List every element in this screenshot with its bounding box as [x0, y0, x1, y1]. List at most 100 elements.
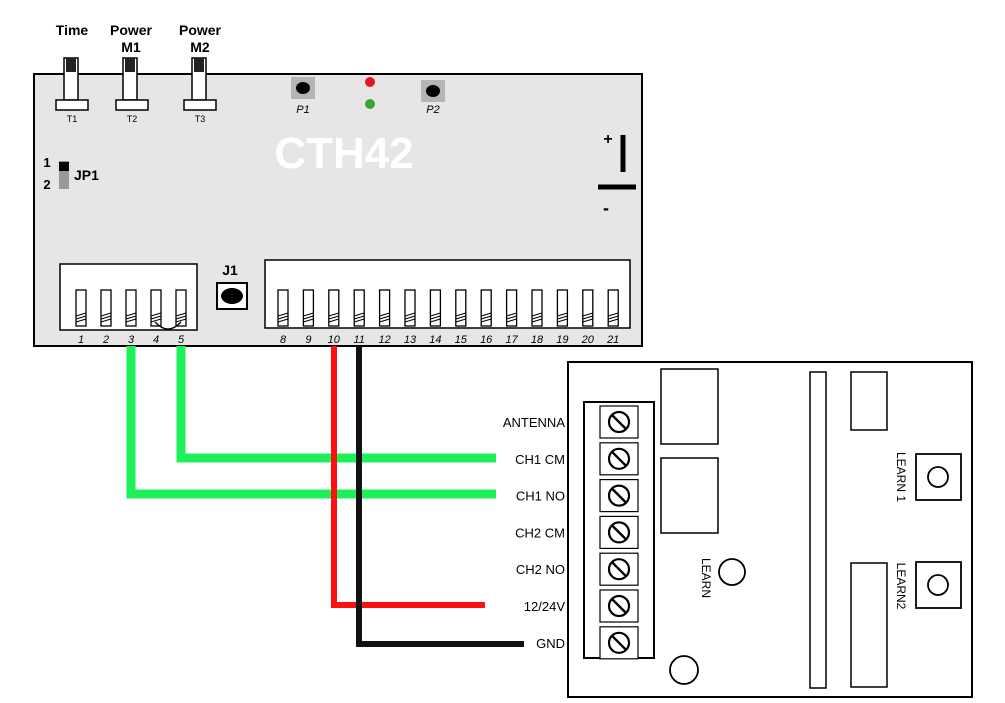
right-terminal-14[interactable] [429, 289, 442, 327]
right-terminal-18[interactable] [531, 289, 543, 327]
button-p2-label: P2 [426, 104, 439, 116]
button-p1[interactable] [291, 77, 315, 99]
model-label: CTH42 [274, 129, 413, 178]
left-terminal-number: 4 [153, 334, 159, 346]
receiver-screws [599, 405, 639, 660]
receiver-component-top [850, 371, 888, 431]
right-terminal-number: 15 [455, 334, 468, 346]
learn1-label: LEARN 1 [894, 452, 908, 502]
j1-label: J1 [222, 262, 238, 278]
right-terminal-number: 18 [531, 334, 544, 346]
right-terminal-number: 10 [328, 334, 341, 346]
right-terminal-15[interactable] [455, 289, 467, 327]
trimmer-t1-top-label: Time [56, 22, 89, 38]
left-terminal-5[interactable] [175, 289, 187, 327]
controller-board: CTH42 Time Power M1 Power M2 T1 T2 T3 [33, 22, 643, 347]
right-terminal-screws: 8 9 10 11 12 13 14 15 16 17 18 19 20 21 [277, 289, 619, 346]
receiver-screw[interactable] [599, 515, 639, 550]
left-terminal-screws: 1 2 3 4 5 [75, 289, 187, 346]
right-terminal-20[interactable] [582, 289, 594, 327]
left-terminal-number: 1 [78, 334, 84, 346]
left-terminal-1[interactable] [75, 289, 87, 327]
right-terminal-number: 14 [429, 334, 441, 346]
right-terminal-number: 21 [606, 334, 619, 346]
right-terminal-number: 11 [353, 334, 364, 346]
jumper-jp1[interactable] [59, 161, 69, 189]
trimmer-t3-tag: T3 [195, 114, 206, 124]
learn-button[interactable] [718, 558, 746, 586]
button-p1-label: P1 [296, 104, 309, 116]
trimmer-t1[interactable] [55, 57, 89, 111]
polarity-plus-label: + [603, 131, 612, 148]
wire-5-to-ch1-cm [176, 346, 496, 463]
wires [126, 346, 524, 647]
left-terminal-number: 2 [102, 334, 109, 346]
right-terminal-number: 13 [404, 334, 417, 346]
relay-2 [660, 457, 719, 534]
right-terminal-12[interactable] [378, 289, 391, 327]
right-terminal-number: 16 [480, 334, 493, 346]
wire-11-to-gnd [356, 346, 524, 647]
receiver-terminal-label: CH1 NO [516, 489, 565, 504]
right-terminal-19[interactable] [556, 289, 569, 327]
learn2-button[interactable] [915, 561, 962, 609]
wire-10-to-12-24v [331, 346, 485, 608]
left-terminal-4[interactable] [150, 289, 162, 327]
receiver-screw[interactable] [599, 405, 639, 439]
right-terminal-number: 20 [581, 334, 595, 346]
right-terminal-number: 19 [556, 334, 568, 346]
learn1-button[interactable] [915, 453, 962, 501]
led-green [365, 99, 375, 109]
trimmer-t2-bottom-label: M1 [121, 39, 141, 55]
right-terminal-21[interactable] [607, 289, 619, 327]
receiver-screw[interactable] [599, 552, 639, 586]
right-terminal-11[interactable] [353, 289, 365, 327]
left-terminal-3[interactable] [125, 289, 137, 327]
receiver-terminal-label: CH1 CM [515, 452, 565, 467]
polarity-minus-label: - [603, 198, 609, 218]
trimmer-t2-tag: T2 [127, 114, 138, 124]
receiver-screw[interactable] [599, 442, 639, 476]
right-terminal-number: 12 [378, 334, 390, 346]
terminal-bridge-4-5 [154, 321, 182, 330]
relay-1 [660, 368, 719, 445]
trimmer-t1-tag: T1 [67, 114, 78, 124]
right-terminal-9[interactable] [302, 289, 315, 327]
left-terminal-2[interactable] [100, 289, 112, 327]
right-terminal-number: 8 [280, 334, 287, 346]
receiver-screw[interactable] [599, 626, 639, 660]
right-terminal-17[interactable] [505, 289, 518, 327]
left-terminal-number: 3 [128, 334, 135, 346]
trimmer-t2[interactable] [115, 57, 149, 111]
receiver-round-component [669, 655, 699, 685]
right-terminal-13[interactable] [404, 289, 416, 327]
terminal-block-right [264, 259, 631, 329]
right-terminal-16[interactable] [480, 289, 492, 327]
right-terminal-8[interactable] [277, 289, 289, 327]
receiver-terminal-label: 12/24V [524, 599, 566, 614]
trimmer-t2-top-label: Power [110, 22, 153, 38]
receiver-terminal-label: ANTENNA [503, 415, 565, 430]
button-p2[interactable] [421, 80, 445, 102]
jumper-pos1-label: 1 [43, 155, 50, 170]
learn-label: LEARN [699, 558, 713, 598]
receiver-screw[interactable] [599, 589, 639, 623]
right-terminal-10[interactable] [328, 289, 340, 327]
led-red [365, 77, 375, 87]
learn2-label: LEARN2 [894, 563, 908, 610]
trimmer-t3-bottom-label: M2 [190, 39, 210, 55]
trimmer-t3[interactable] [183, 57, 217, 111]
receiver-terminal-label: GND [536, 636, 565, 651]
right-terminal-number: 9 [305, 334, 311, 346]
jumper-pos2-label: 2 [43, 177, 50, 192]
receiver-component-bottom [850, 562, 888, 688]
connector-j1[interactable] [216, 282, 248, 310]
receiver-screw[interactable] [599, 479, 639, 513]
right-terminal-number: 17 [505, 334, 518, 346]
left-terminal-number: 5 [178, 334, 185, 346]
jumper-label: JP1 [74, 167, 99, 183]
polarity-symbol [598, 135, 636, 190]
